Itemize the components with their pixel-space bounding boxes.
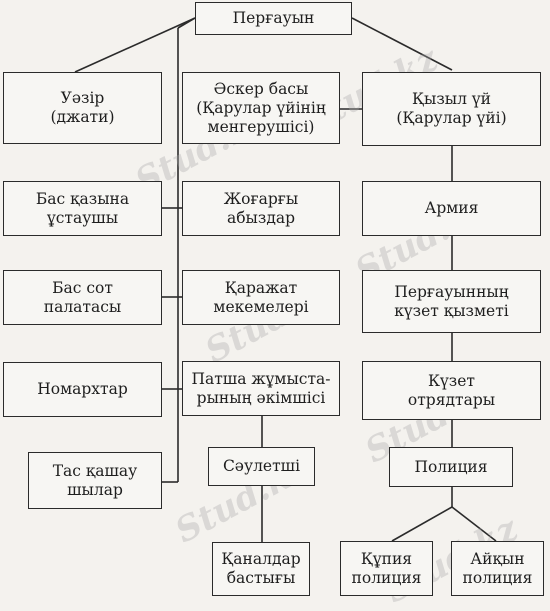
node-high-priests: Жоғарғы абыздар (182, 181, 340, 236)
node-red-house: Қызыл үй (Қарулар үйі) (362, 72, 541, 146)
node-finance-institutions: Қаражат мекемелері (182, 270, 340, 325)
connector-pharaoh-trunk (177, 17, 196, 29)
connector-public-police (451, 506, 497, 542)
node-architect: Сәулетші (208, 447, 315, 486)
connector-secret-police (391, 506, 453, 542)
node-police: Полиция (389, 447, 513, 487)
node-secret-police: Құпия полиция (340, 541, 433, 596)
node-pharaoh-guard: Перғауынның күзет қызметі (362, 270, 541, 333)
node-vizier: Уәзір (джати) (3, 72, 162, 144)
node-stone-masons: Тас қашау шылар (28, 452, 162, 509)
connector-pharaoh-vizier (74, 17, 196, 73)
node-guard-units: Күзет отрядтары (362, 361, 541, 420)
node-chief-court: Бас сот палатасы (3, 270, 162, 325)
node-army-chief: Әскер басы (Қарулар үйінің менгерушісі) (182, 72, 340, 144)
node-canal-chiefs: Қаналдар бастығы (212, 542, 310, 596)
connector-pharaoh-red-house (351, 17, 453, 71)
node-army: Армия (362, 181, 541, 236)
node-treasurer: Бас қазына ұстаушы (3, 181, 162, 236)
node-pharaoh: Перғауын (195, 2, 352, 35)
node-public-police: Айқын полиция (451, 541, 544, 596)
node-nomarchs: Номархтар (3, 362, 162, 417)
node-royal-works-admin: Патша жұмыста- рының әкімшісі (182, 361, 340, 416)
